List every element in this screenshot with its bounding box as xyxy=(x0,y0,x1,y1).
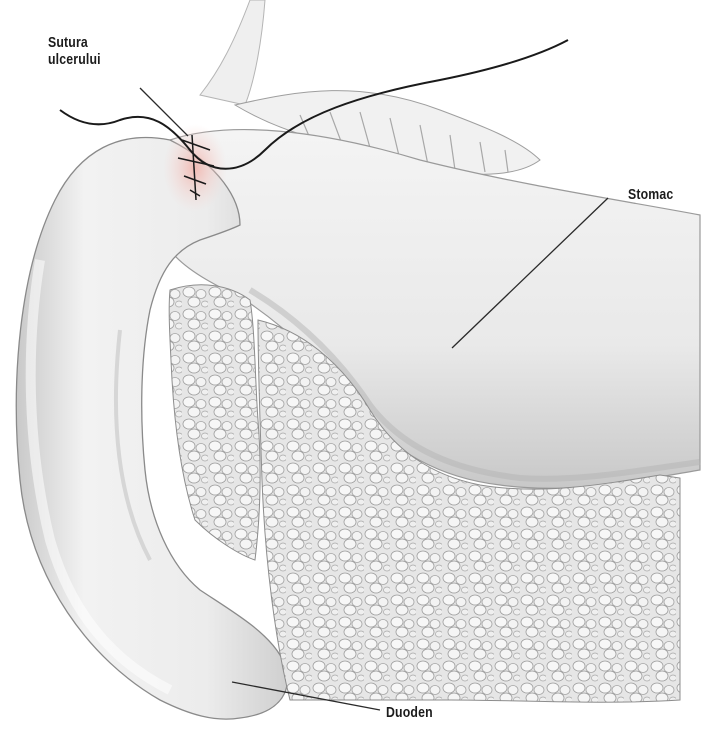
label-sutura-line2: ulcerului xyxy=(48,51,101,68)
sutura-leader-line xyxy=(140,88,188,136)
label-sutura-line1: Sutura xyxy=(48,34,101,51)
label-duoden: Duoden xyxy=(386,704,433,721)
label-stomac: Stomac xyxy=(628,186,673,203)
pancreatic-fat-tissue xyxy=(169,285,260,560)
label-sutura-ulcerului: Sutura ulcerului xyxy=(48,34,101,68)
